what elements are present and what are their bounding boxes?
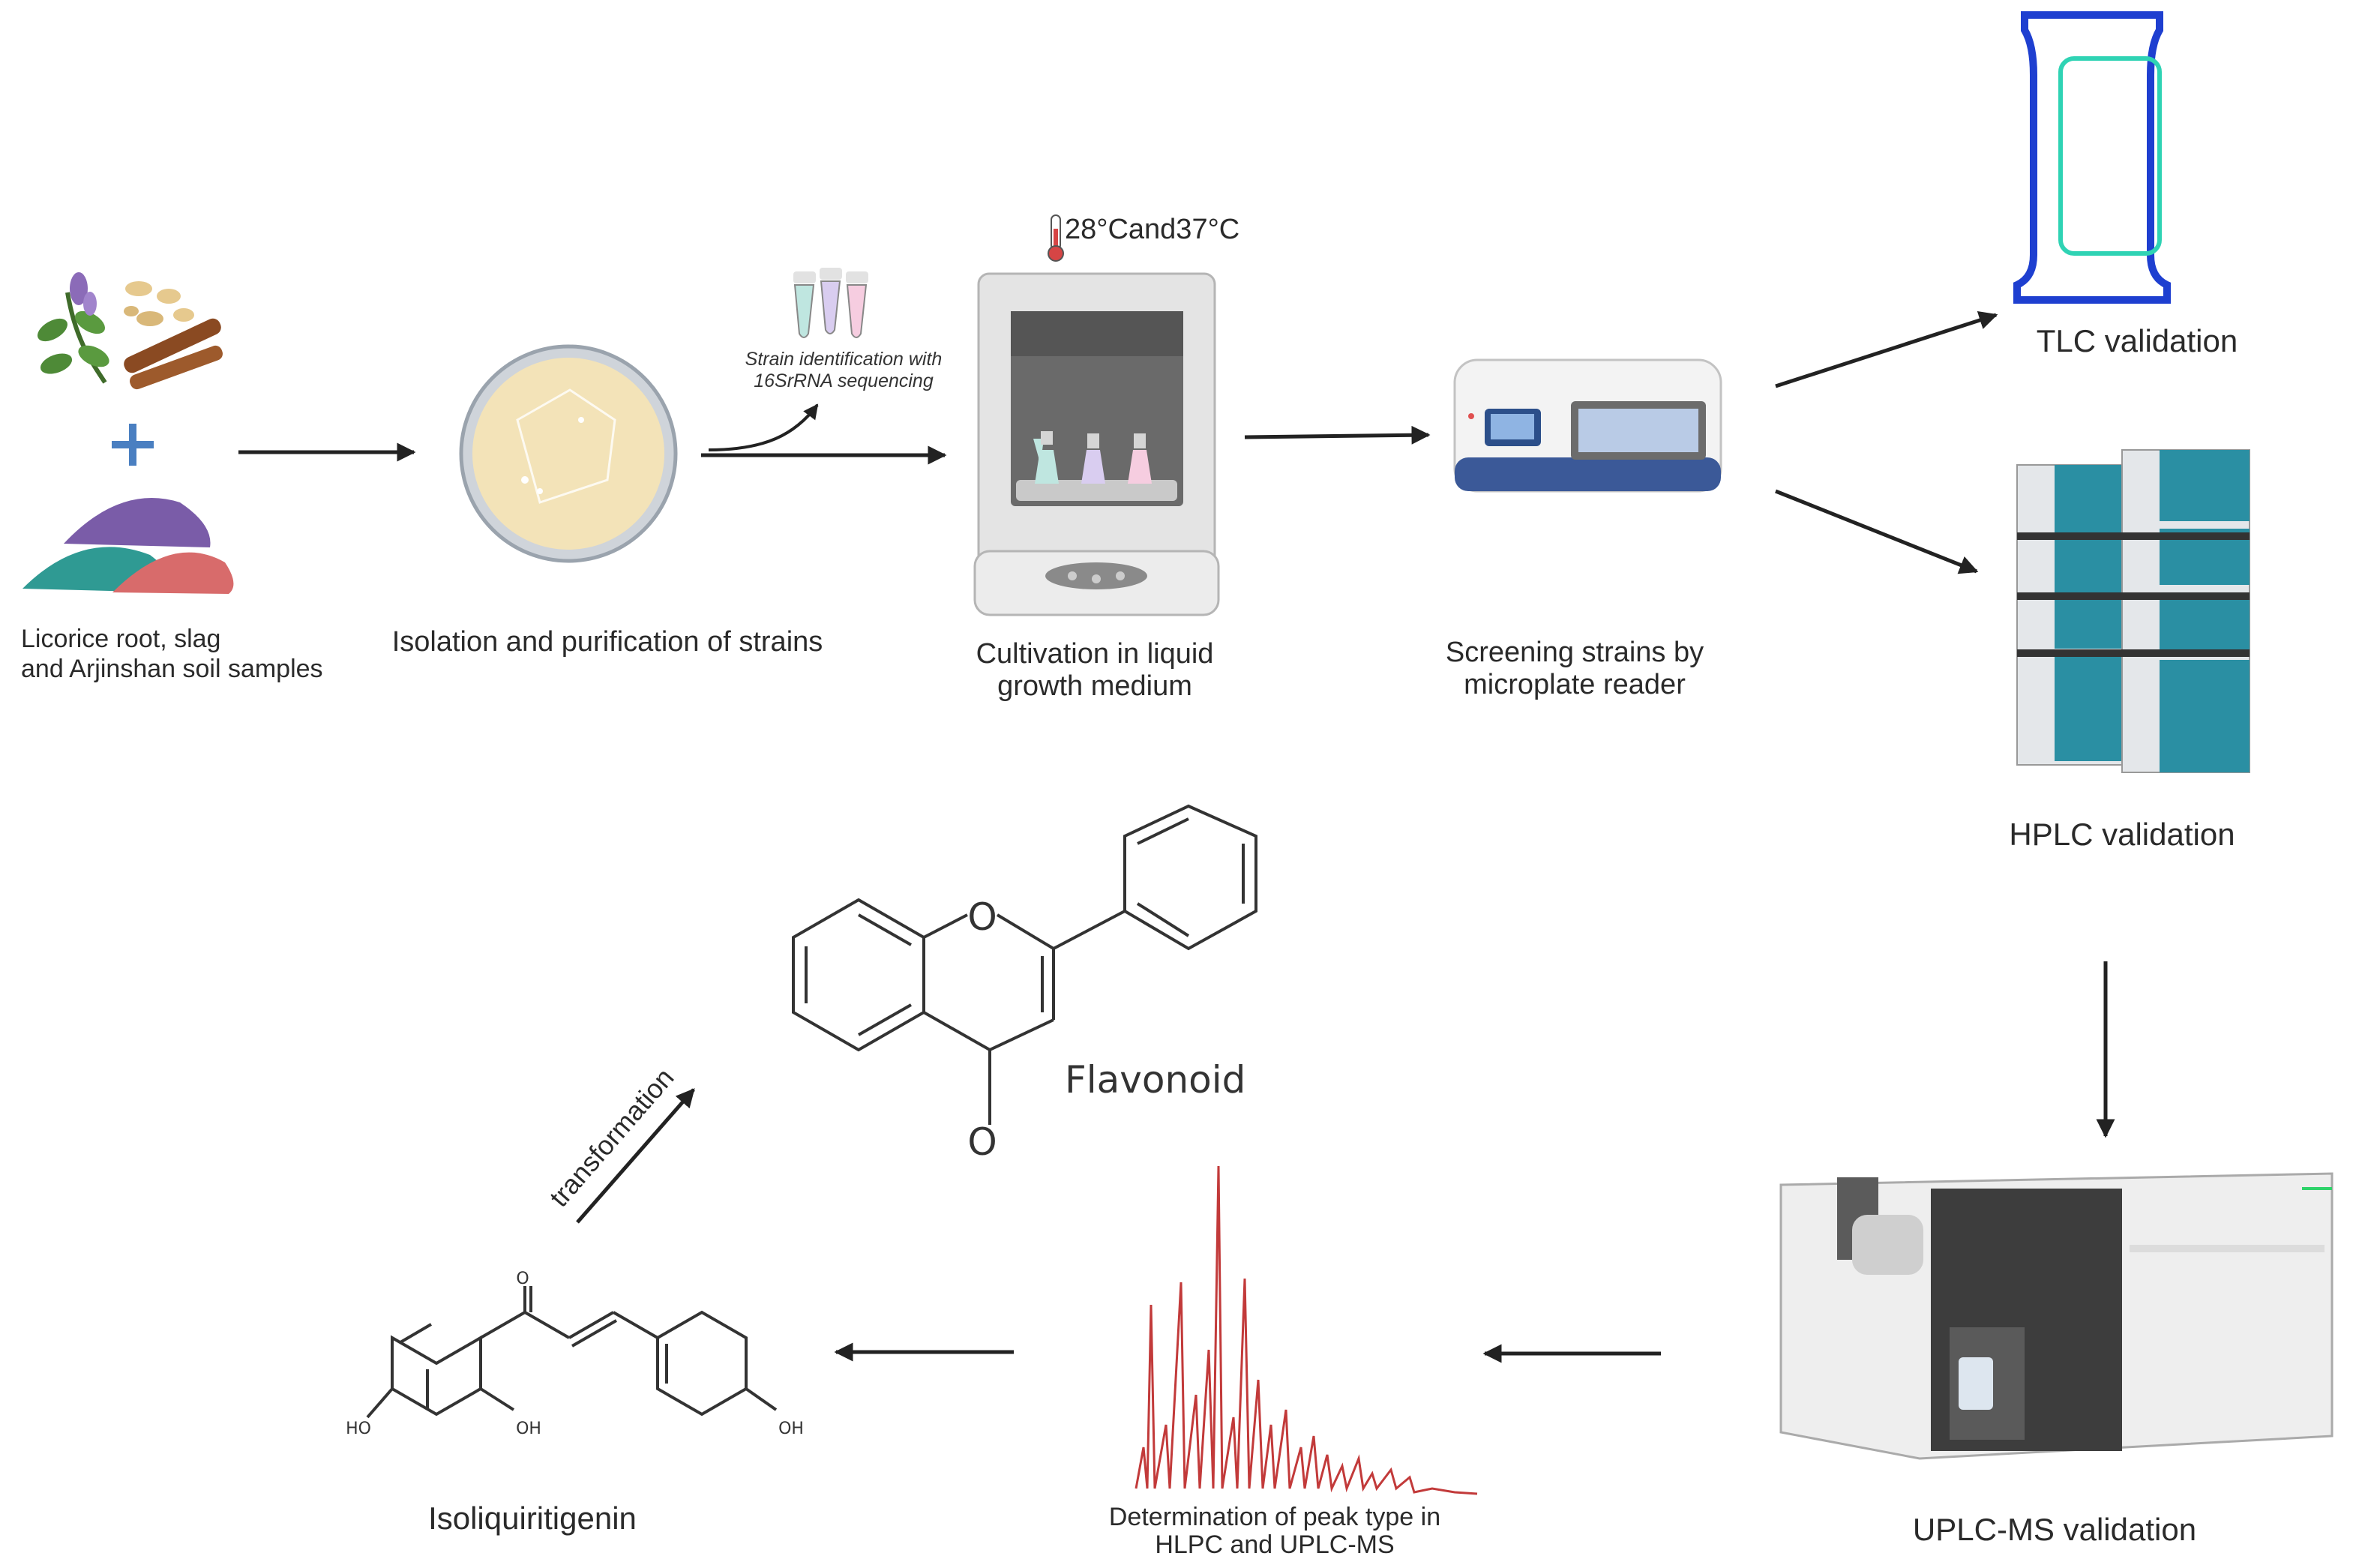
soil-pile-icon — [22, 498, 234, 594]
cultivation-label-line2: growth medium — [997, 670, 1192, 702]
arrow-to-tlc — [1775, 311, 1998, 388]
thermometer-icon — [1048, 214, 1064, 262]
flavonoid-carbonyl-oxygen: O — [967, 1120, 997, 1164]
sequencing-tubes-icon — [793, 268, 868, 338]
arrow-to-hplc — [1775, 489, 1979, 574]
incubator-shaker-icon — [973, 272, 1220, 616]
uplcms-validation-label: UPLC-MS validation — [1912, 1512, 2197, 1547]
arrow-to-identification — [708, 403, 819, 451]
hplc-instrument-icon — [2016, 449, 2250, 773]
screening-label-line1: Screening strains by — [1445, 637, 1704, 668]
identification-label-line1: Strain identification with — [745, 349, 943, 370]
arrow-transformation — [576, 1088, 695, 1224]
tlc-plate-icon — [2013, 11, 2171, 304]
transformation-label: transformation — [544, 1063, 680, 1213]
chromatogram-icon — [1135, 1165, 1478, 1495]
flavonoid-structure — [792, 804, 1257, 1125]
arrow-cultivation-to-screening — [1244, 425, 1431, 445]
peak-label-line2: HLPC and UPLC-MS — [1155, 1531, 1395, 1559]
hydroxyl-label-middle: OH — [516, 1420, 541, 1438]
isoliquiritigenin-structure — [366, 1286, 778, 1419]
samples-label-line1: Licorice root, slag — [21, 625, 221, 653]
plus-icon — [112, 424, 154, 466]
hplc-validation-label: HPLC validation — [2009, 817, 2235, 852]
licorice-plant-icon — [37, 272, 223, 390]
flavonoid-label: Flavonoid — [1065, 1058, 1246, 1102]
screening-label-line2: microplate reader — [1464, 669, 1686, 700]
hydroxyl-label-right: OH — [778, 1420, 804, 1438]
temperature-label: 28°Cand37°C — [1065, 214, 1240, 245]
isoliquiritigenin-carbonyl-oxygen: O — [516, 1270, 529, 1288]
peak-label-line1: Determination of peak type in — [1108, 1503, 1441, 1531]
isolation-label: Isolation and purification of strains — [391, 626, 823, 658]
uplc-ms-instrument-icon — [1779, 1172, 2334, 1460]
identification-label-line2: 16SrRNA sequencing — [754, 370, 934, 391]
flavonoid-ring-oxygen: O — [967, 895, 997, 939]
samples-label-line2: and Arjinshan soil samples — [21, 655, 323, 683]
petri-dish-icon — [459, 344, 678, 563]
microplate-reader-icon — [1453, 358, 1722, 493]
cultivation-label-line1: Cultivation in liquid — [976, 638, 1214, 670]
tlc-validation-label: TLC validation — [2036, 323, 2238, 358]
isoliquiritigenin-label: Isoliquiritigenin — [428, 1501, 637, 1536]
hydroxyl-label-left: HO — [346, 1420, 371, 1438]
